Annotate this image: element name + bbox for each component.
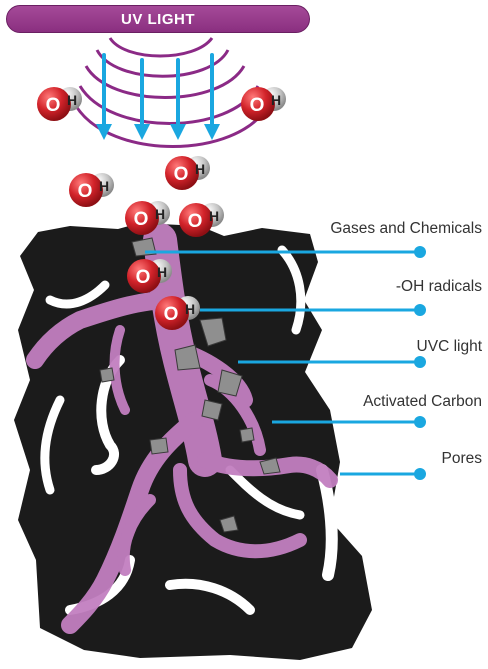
oxygen-symbol: O bbox=[164, 304, 179, 325]
label-gases-and-chemicals: Gases and Chemicals bbox=[330, 220, 482, 238]
oxygen-symbol: O bbox=[78, 181, 93, 202]
oxygen-symbol: O bbox=[134, 209, 149, 230]
hydrogen-symbol: H bbox=[209, 208, 219, 224]
oxygen-symbol: O bbox=[136, 267, 151, 288]
oxygen-symbol: O bbox=[188, 211, 203, 232]
oxygen-symbol: O bbox=[174, 164, 189, 185]
label-pores: Pores bbox=[442, 450, 483, 468]
label-activated-carbon: Activated Carbon bbox=[363, 393, 482, 411]
hydrogen-symbol: H bbox=[99, 178, 109, 194]
label-uvc-light: UVC light bbox=[417, 338, 482, 356]
hydrogen-symbol: H bbox=[271, 92, 281, 108]
hydrogen-symbol: H bbox=[185, 301, 195, 317]
hydrogen-symbol: H bbox=[155, 206, 165, 222]
hydrogen-symbol: H bbox=[195, 161, 205, 177]
uv-light-banner: UV LIGHT bbox=[6, 5, 310, 33]
label-oh-radicals: -OH radicals bbox=[396, 278, 482, 296]
oxygen-symbol: O bbox=[46, 95, 61, 116]
uv-light-banner-text: UV LIGHT bbox=[121, 11, 195, 28]
oxygen-symbol: O bbox=[250, 95, 265, 116]
hydrogen-symbol: H bbox=[67, 92, 77, 108]
hydrogen-symbol: H bbox=[157, 264, 167, 280]
